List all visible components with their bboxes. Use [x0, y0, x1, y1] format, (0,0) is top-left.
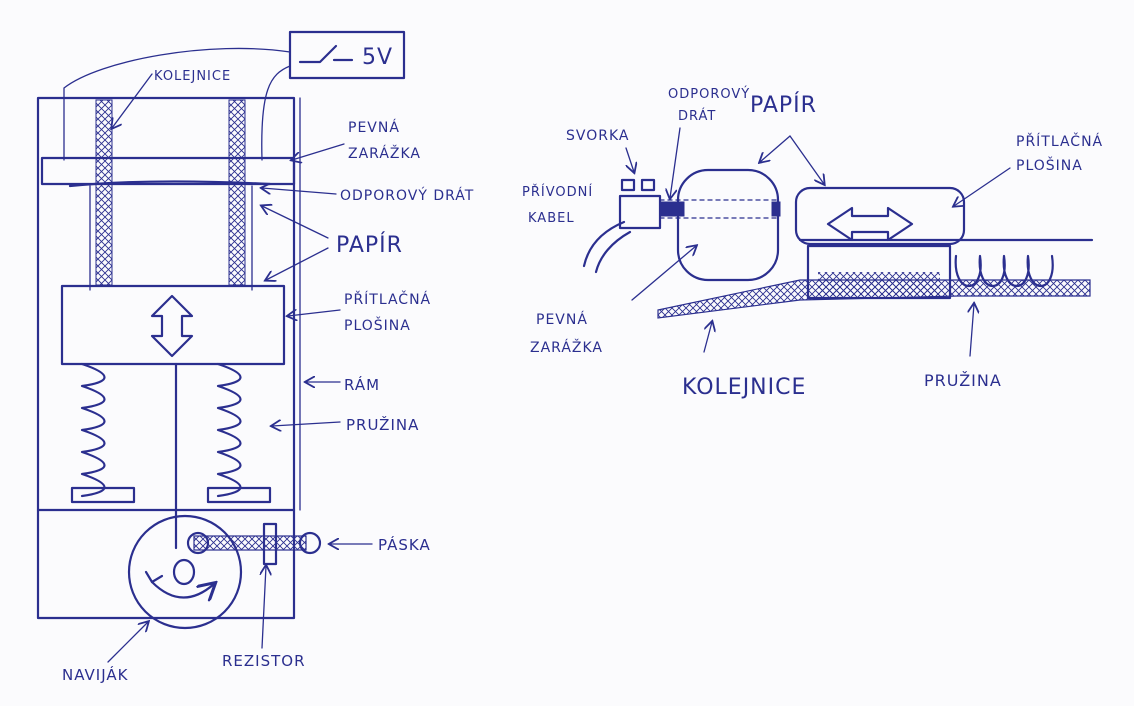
- double-arrow-vertical: [150, 294, 194, 358]
- spring-left: [80, 362, 106, 498]
- label-pruzina-right: PRUŽINA: [924, 371, 1002, 390]
- label-pritlacna-right: PŘÍTLAČNÁ: [1016, 132, 1103, 150]
- label-drat-right: DRÁT: [678, 108, 716, 124]
- frame: [36, 96, 296, 620]
- tape: [193, 535, 307, 551]
- terminal-svorka: [618, 194, 662, 230]
- right-side-view: SVORKA ODPOROVÝ DRÁT PAPÍR PŘÍVODNÍ KABE…: [522, 86, 1103, 400]
- spring-side: [954, 254, 1054, 287]
- left-front-view: 5V KOLEJNICE PEVNÁ ZARÁŽKA ODPOROVÝ DRÁT…: [36, 30, 474, 684]
- label-kolejnice-left: KOLEJNICE: [154, 69, 231, 84]
- supply-cable: [582, 220, 632, 274]
- label-svorka: SVORKA: [566, 128, 629, 144]
- fixed-stopper: [40, 156, 296, 186]
- label-plosina-right: PLOŠINA: [1016, 156, 1083, 174]
- pressing-platform-side: [794, 186, 966, 246]
- label-pevna-left: PEVNÁ: [348, 119, 400, 136]
- label-odporovy-right: ODPOROVÝ: [668, 86, 750, 102]
- label-papir-right: PAPÍR: [750, 92, 817, 118]
- label-papir-left: PAPÍR: [336, 232, 403, 258]
- label-pruzina-left: PRUŽINA: [346, 415, 419, 434]
- label-voltage: 5V: [362, 45, 393, 70]
- rotation-arrow: [150, 582, 214, 598]
- label-zarazka-left: ZARÁŽKA: [348, 144, 421, 162]
- label-zarazka-right: ZARÁŽKA: [530, 338, 603, 356]
- spring-right: [216, 362, 242, 498]
- double-arrow-horizontal: [826, 206, 914, 242]
- winch-drum: [127, 514, 243, 630]
- wire-to-right-rail: [261, 65, 291, 161]
- fixed-stopper-side: [676, 168, 780, 282]
- resistance-wire: [68, 180, 272, 188]
- label-kabel: KABEL: [528, 211, 575, 226]
- label-rezistor: REZISTOR: [222, 652, 306, 670]
- rail-left: [95, 99, 113, 286]
- paper-left: [89, 185, 253, 291]
- label-ram: RÁM: [344, 375, 380, 394]
- pressing-platform: [60, 284, 286, 366]
- label-navijak: NAVIJÁK: [62, 665, 129, 684]
- label-odporovy-left: ODPOROVÝ DRÁT: [340, 187, 474, 204]
- label-plosina-left: PLOŠINA: [344, 316, 411, 334]
- label-pevna-right: PEVNÁ: [536, 311, 588, 328]
- rail-right: [228, 99, 246, 286]
- voltage-box: [288, 30, 406, 80]
- label-paska: PÁSKA: [378, 535, 431, 554]
- label-kolejnice-right: KOLEJNICE: [682, 375, 806, 400]
- label-pritlacna-left: PŘÍTLAČNÁ: [344, 290, 431, 308]
- wire-to-left-rail: [63, 47, 291, 161]
- label-privodni: PŘÍVODNÍ: [522, 184, 593, 200]
- resistance-wire-side: [659, 201, 685, 217]
